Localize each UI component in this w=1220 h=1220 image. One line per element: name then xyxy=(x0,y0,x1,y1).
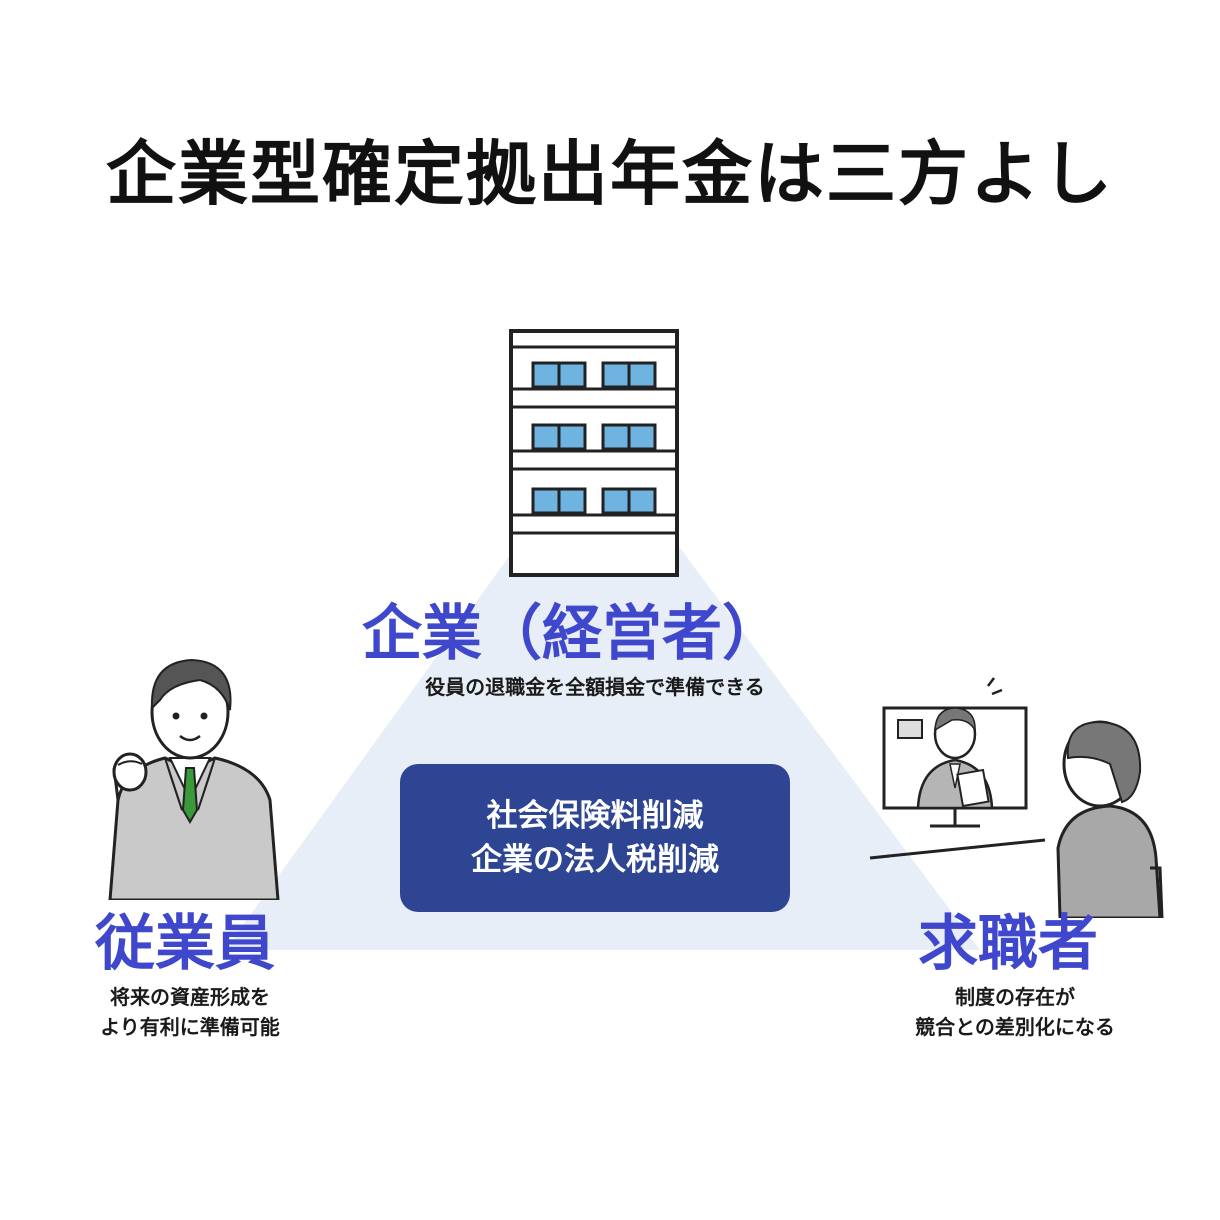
company-description: 役員の退職金を全額損金で準備できる xyxy=(425,675,765,699)
employee-person-icon xyxy=(108,658,280,900)
benefit-line-1: 社会保険料削減 xyxy=(486,798,704,834)
job-seeker-label: 求職者 xyxy=(918,909,1098,979)
online-interview-icon xyxy=(869,677,1164,918)
employee-description: 将来の資産形成を より有利に準備可能 xyxy=(60,982,320,1042)
benefit-box: 社会保険料削減 企業の法人税削減 xyxy=(400,764,790,912)
benefit-line-2: 企業の法人税削減 xyxy=(471,842,719,878)
page-title: 企業型確定拠出年金は三方よし xyxy=(106,133,1114,215)
job-seeker-description-line-2: 競合との差別化になる xyxy=(915,1015,1115,1039)
job-seeker-description-line-1: 制度の存在が xyxy=(955,985,1075,1009)
company-label: 企業（経営者） xyxy=(362,599,782,669)
office-building-icon xyxy=(509,329,679,577)
employee-description-line-1: 将来の資産形成を xyxy=(110,985,270,1009)
employee-label: 従業員 xyxy=(95,909,275,979)
job-seeker-description: 制度の存在が 競合との差別化になる xyxy=(880,982,1150,1042)
employee-description-line-2: より有利に準備可能 xyxy=(100,1015,280,1039)
